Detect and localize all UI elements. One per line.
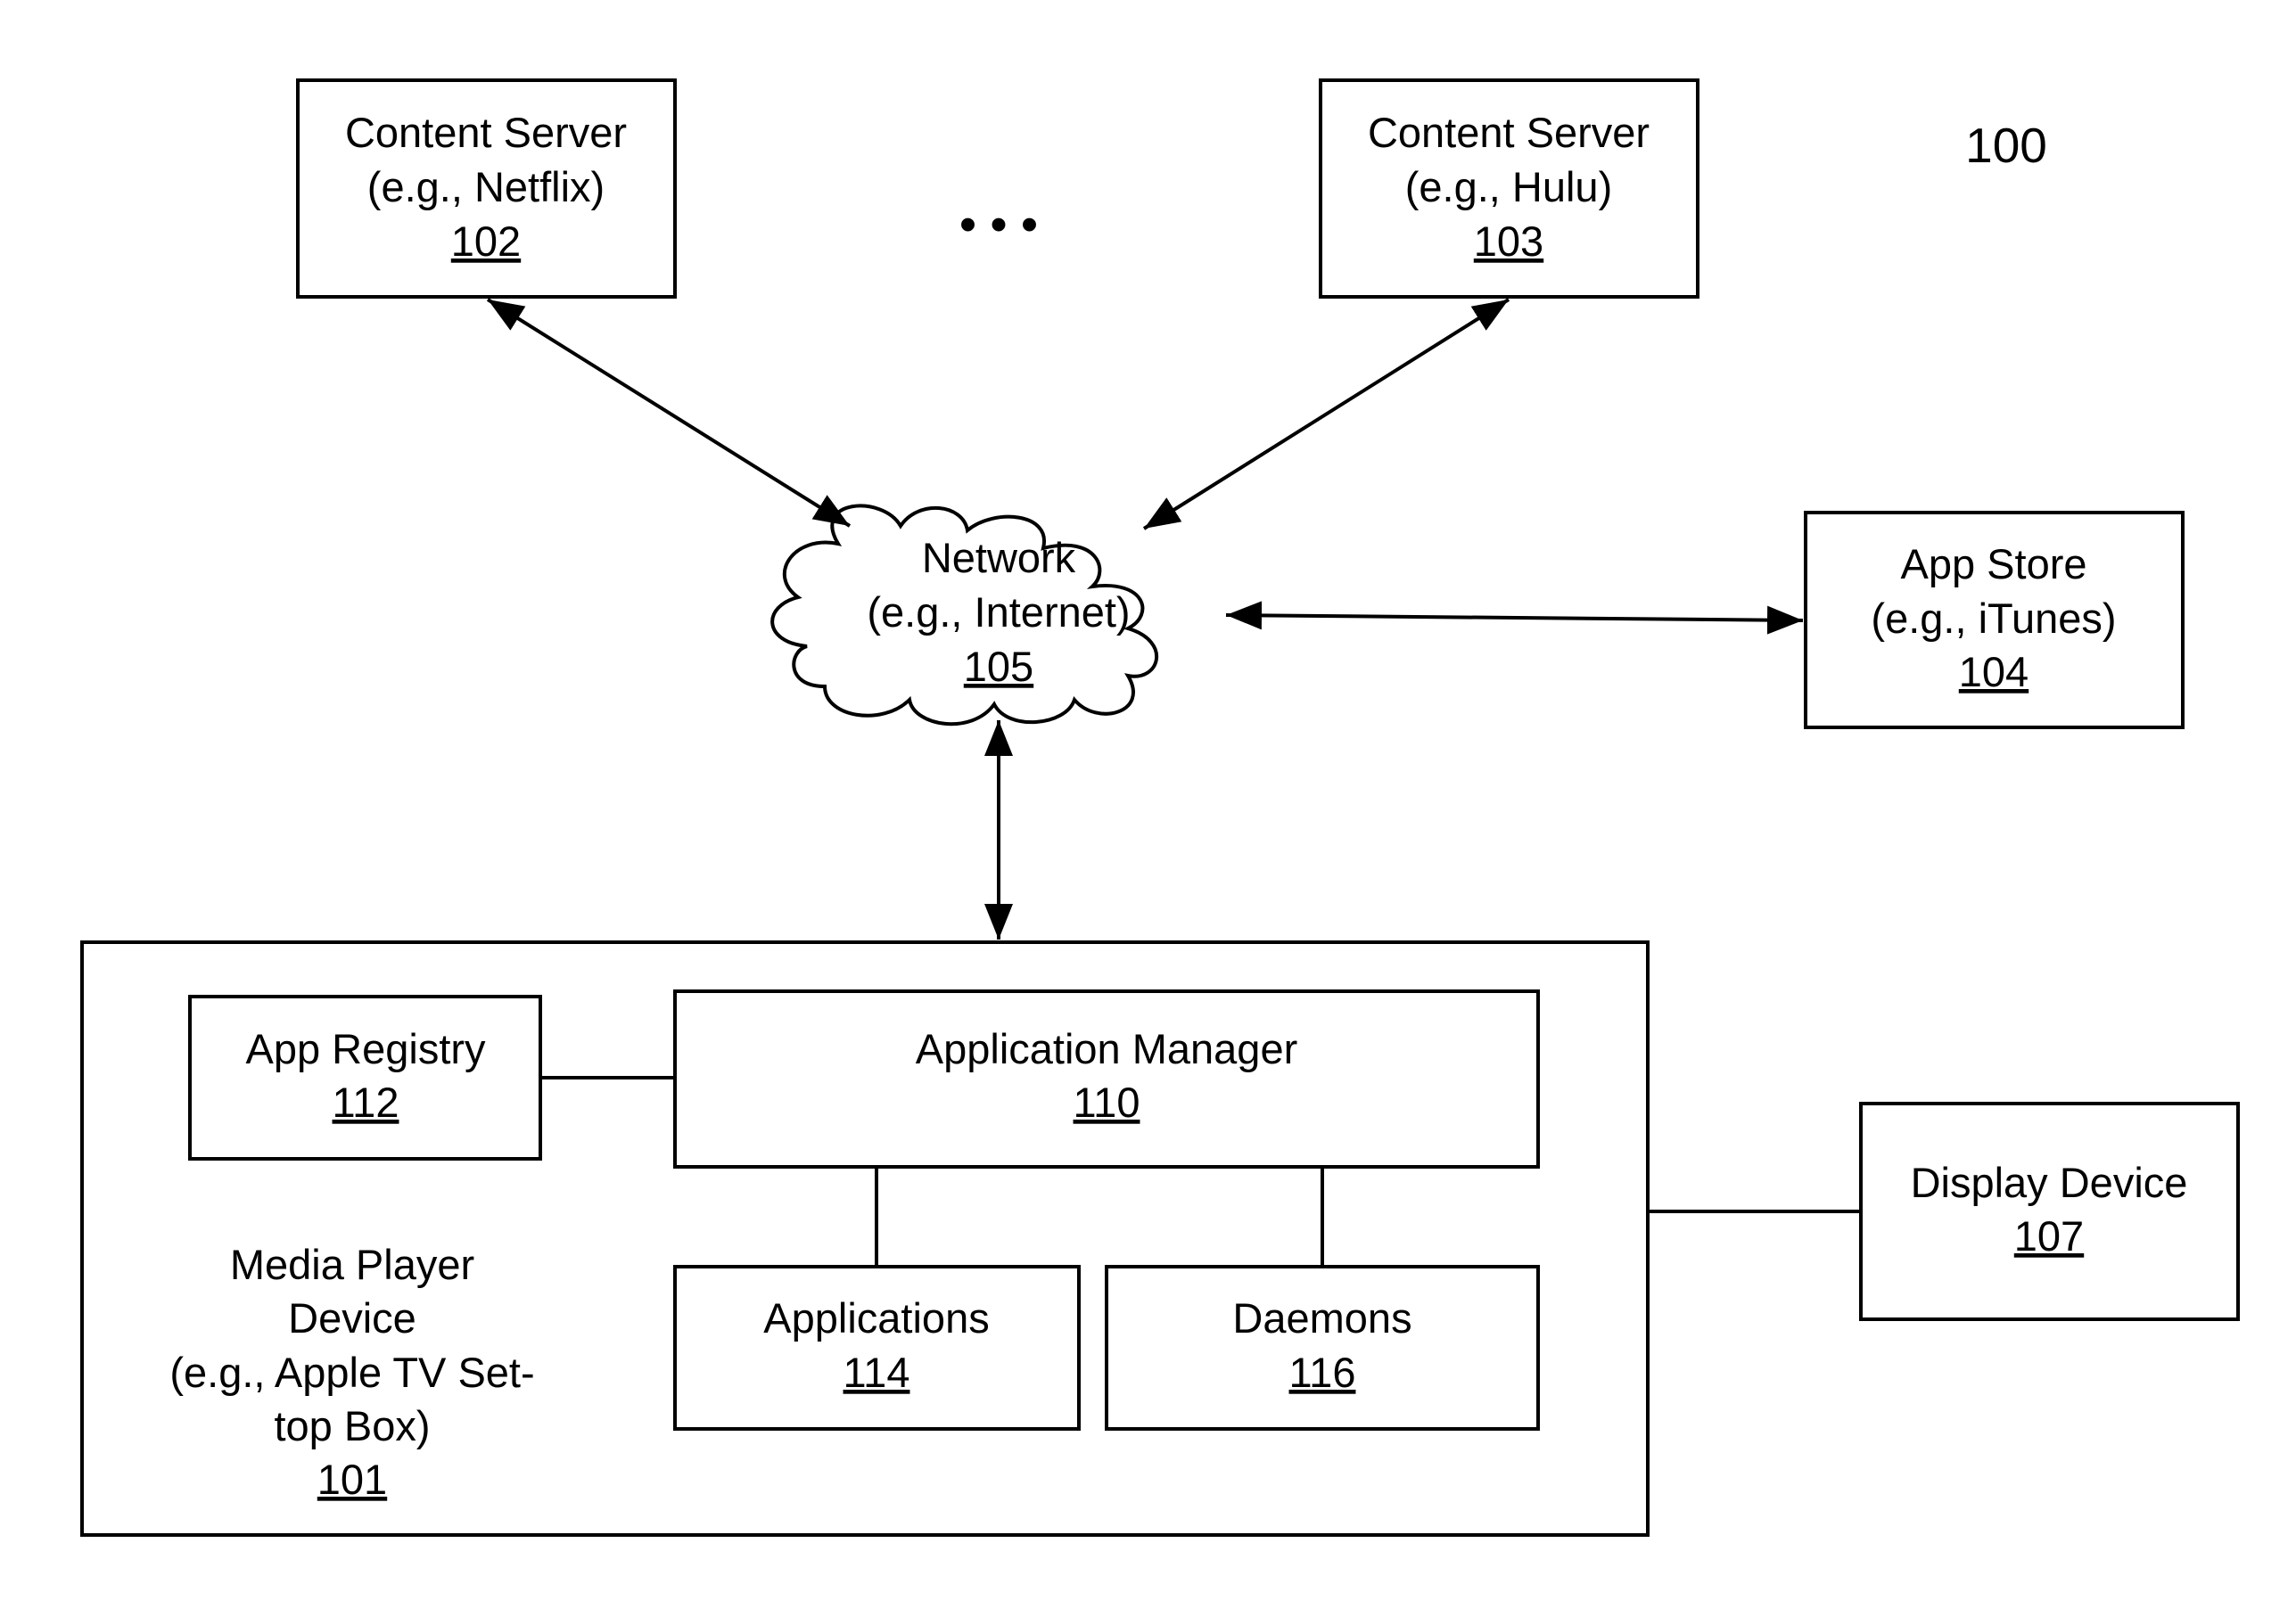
daemons-box [1107, 1267, 1538, 1429]
app-store-title: App Store [1900, 540, 2086, 587]
arrow-netflix-network [488, 300, 850, 526]
ellipsis: • • • [959, 196, 1038, 251]
network-subtitle: (e.g., Internet) [867, 588, 1130, 636]
application-manager-ref: 110 [1074, 1079, 1140, 1126]
content-server-netflix-node: Content Server (e.g., Netflix) 102 [298, 80, 675, 297]
applications-node: Applications 114 [675, 1267, 1079, 1429]
content-server-hulu-title: Content Server [1368, 109, 1650, 156]
network-node: Network (e.g., Internet) 105 [772, 505, 1156, 724]
content-server-netflix-subtitle: (e.g., Netflix) [367, 163, 605, 210]
display-device-ref: 107 [2014, 1212, 2084, 1260]
app-registry-title: App Registry [245, 1025, 486, 1072]
content-server-hulu-node: Content Server (e.g., Hulu) 103 [1321, 80, 1698, 297]
display-device-box [1861, 1104, 2238, 1319]
content-server-netflix-ref: 102 [451, 218, 521, 265]
arrow-hulu-network [1144, 300, 1509, 529]
display-device-node: Display Device 107 [1861, 1104, 2238, 1319]
media-player-device-line-1: Media Player [230, 1241, 474, 1288]
display-device-title: Display Device [1911, 1159, 2188, 1206]
app-registry-node: App Registry 112 [190, 997, 540, 1159]
daemons-ref: 116 [1289, 1349, 1356, 1396]
applications-box [675, 1267, 1079, 1429]
arrow-network-appstore [1226, 615, 1803, 620]
content-server-hulu-subtitle: (e.g., Hulu) [1405, 163, 1612, 210]
network-ref: 105 [964, 643, 1033, 690]
application-manager-title: Application Manager [916, 1025, 1298, 1072]
figure-number: 100 [1965, 118, 2047, 173]
application-manager-node: Application Manager 110 [675, 991, 1538, 1167]
app-store-node: App Store (e.g., iTunes) 104 [1806, 513, 2183, 727]
daemons-title: Daemons [1232, 1294, 1411, 1342]
media-player-device-line-2: Device [288, 1294, 416, 1342]
media-player-device-ref: 101 [317, 1456, 387, 1503]
content-server-netflix-title: Content Server [345, 109, 627, 156]
content-server-hulu-ref: 103 [1474, 218, 1543, 265]
daemons-node: Daemons 116 [1107, 1267, 1538, 1429]
app-registry-box [190, 997, 540, 1159]
media-player-device-line-3: (e.g., Apple TV Set- [169, 1349, 534, 1396]
network-title: Network [922, 534, 1076, 581]
applications-title: Applications [763, 1294, 989, 1342]
app-registry-ref: 112 [333, 1079, 399, 1126]
app-store-subtitle: (e.g., iTunes) [1871, 595, 2116, 642]
app-store-ref: 104 [1959, 648, 2029, 695]
applications-ref: 114 [844, 1349, 910, 1396]
media-player-device-line-4: top Box) [274, 1402, 430, 1449]
